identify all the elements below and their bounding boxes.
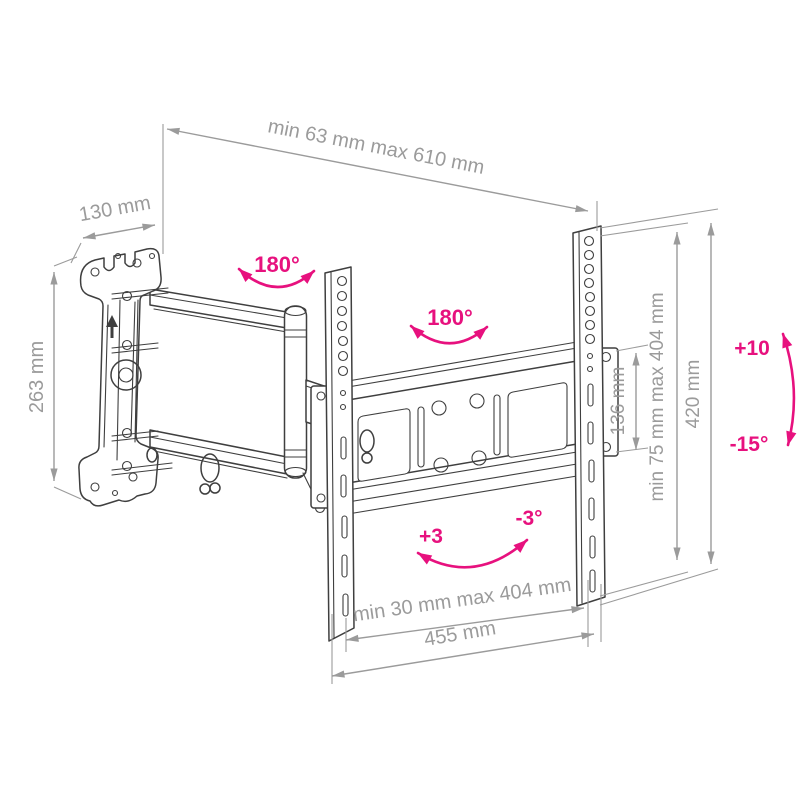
label-wall-plate-height: 263 mm [26, 341, 48, 413]
wall-plate-outline [78, 247, 162, 507]
pivot-column [283, 305, 308, 479]
angle-annotations: 180° 180° +10 -15° +3 -3° [237, 252, 797, 569]
label-vesa-height-range: min 75 mm max 404 mm [647, 292, 668, 501]
hanging-loop-icon [199, 453, 221, 495]
dim-line-rail-span [331, 632, 595, 678]
dim-line-extension [166, 127, 589, 213]
label-wall-plate-width: 130 mm [77, 192, 152, 226]
label-rail-height: 420 mm [683, 360, 704, 429]
label-level-left: +3 [419, 525, 443, 548]
mounting-holes [90, 252, 156, 497]
wall-plate [78, 247, 173, 507]
label-tilt-up: +10 [734, 337, 770, 360]
label-tilt-down: -15° [730, 433, 769, 456]
label-plate-swivel: 180° [427, 305, 473, 330]
label-level-right: -3° [515, 507, 542, 530]
dim-line-wall-width [82, 223, 156, 240]
crossbar-assembly [347, 341, 578, 515]
pivot-washer [110, 359, 142, 391]
articulating-arm [149, 288, 331, 514]
level-adjust-arc [416, 538, 529, 569]
right-cutout [507, 382, 568, 458]
left-rail [324, 266, 355, 642]
label-rail-span: 455 mm [423, 617, 498, 651]
left-rail-holes [336, 275, 349, 617]
up-arrow-icon [106, 315, 118, 338]
cable-loop-icon [359, 429, 375, 464]
label-vesa-width-range: min 30 mm max 404 mm [352, 574, 573, 626]
vesa-holes [417, 393, 501, 473]
right-rail [572, 225, 606, 607]
left-cutout [357, 408, 411, 482]
tilt-arc [781, 332, 797, 447]
label-arm-swivel: 180° [254, 252, 300, 277]
right-rail-holes [583, 235, 596, 593]
label-adapter-plate-height: 136 mm [608, 367, 629, 436]
upper-arm [149, 288, 288, 329]
hinge-column [110, 287, 173, 476]
arm-swivel-arc [237, 267, 316, 289]
plate-swivel-arc [409, 324, 489, 345]
